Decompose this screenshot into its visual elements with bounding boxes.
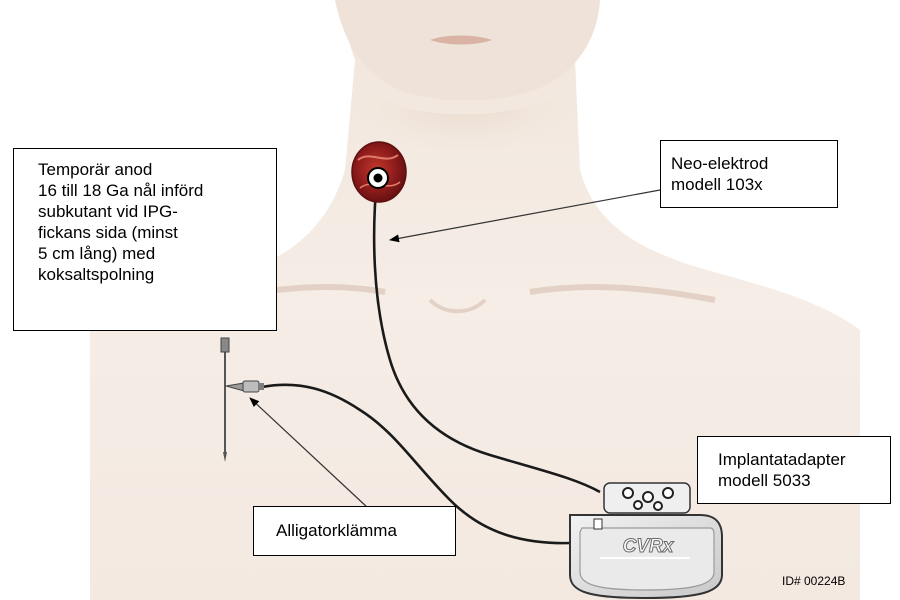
callout-label: Alligatorklämma	[276, 521, 397, 540]
callout-line: subkutant vid IPG-	[38, 201, 264, 222]
implant-adapter-callout: Implantatadapter modell 5033	[697, 436, 891, 504]
neo-electrode-callout: Neo-elektrod modell 103x	[660, 140, 838, 208]
callout-line: modell 5033	[718, 470, 880, 491]
callout-line: Implantatadapter	[718, 449, 880, 470]
image-id-label: ID# 00224B	[782, 574, 845, 588]
temporary-anode-callout: Temporär anod 16 till 18 Ga nål införd s…	[13, 148, 277, 331]
device-logo: CVRx	[623, 536, 675, 557]
callout-line: koksaltspolning	[38, 264, 264, 285]
callout-line: 16 till 18 Ga nål införd	[38, 180, 264, 201]
callout-line: fickans sida (minst	[38, 222, 264, 243]
neo-electrode	[352, 142, 406, 202]
callout-line: modell 103x	[671, 174, 827, 195]
callout-line: 5 cm lång) med	[38, 243, 264, 264]
callout-line: Temporär anod	[38, 159, 264, 180]
callout-line: Neo-elektrod	[671, 153, 827, 174]
alligator-clip-callout: Alligatorklämma	[253, 506, 456, 556]
